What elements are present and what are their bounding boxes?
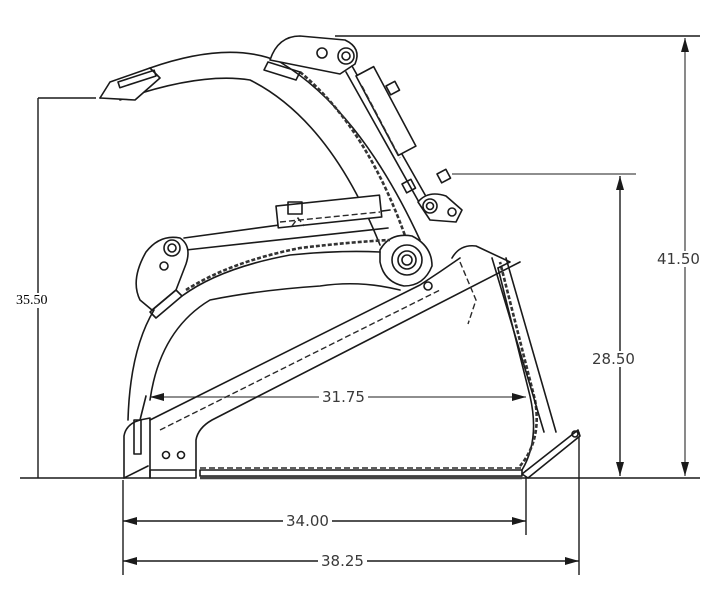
dimension-label-bucket-back-height: 28.50 bbox=[589, 351, 638, 367]
grapple-tine bbox=[99, 35, 421, 251]
bucket-body bbox=[123, 244, 581, 480]
pivot-link bbox=[135, 193, 463, 319]
bucket-arc bbox=[127, 238, 401, 421]
dimension-lines bbox=[20, 35, 700, 575]
dimension-label-overall-height: 41.50 bbox=[654, 251, 703, 267]
dimension-label-inner-floor-depth: 31.75 bbox=[319, 389, 368, 405]
dimension-label-overall-length: 38.25 bbox=[318, 553, 367, 569]
dimension-label-grapple-tip-height: 35.50 bbox=[14, 293, 50, 308]
hydraulic-cylinder bbox=[345, 65, 452, 205]
dimension-label-floor-length: 34.00 bbox=[283, 513, 332, 529]
